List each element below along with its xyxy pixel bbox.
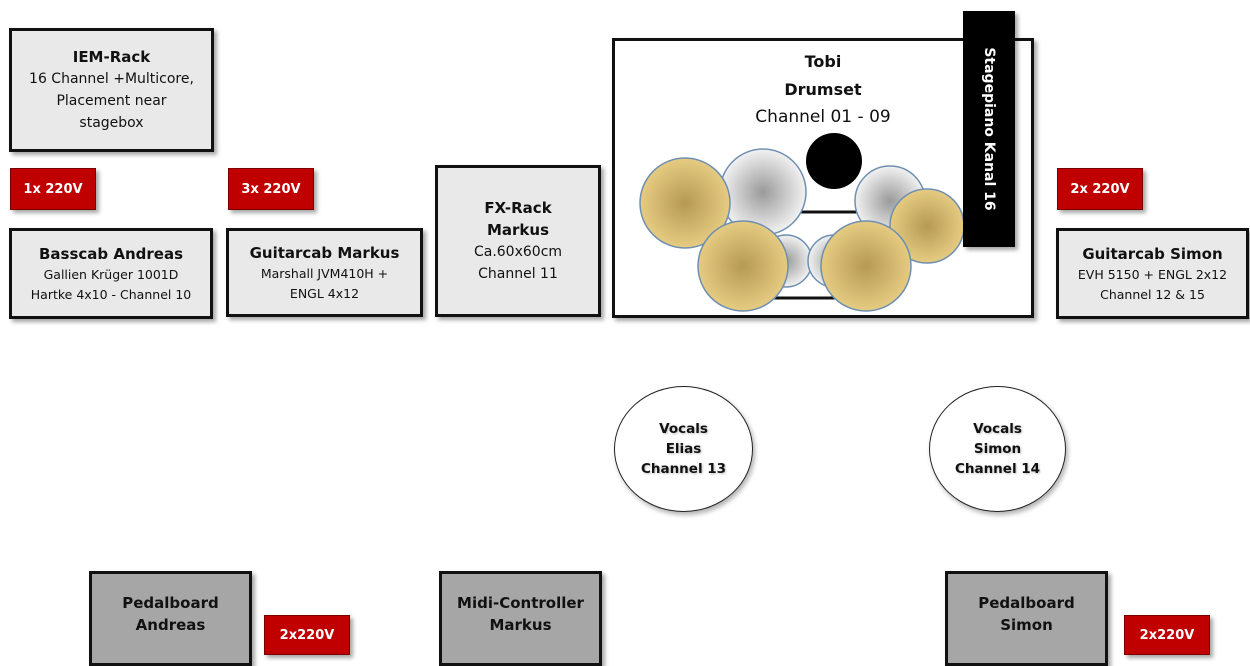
power-label-pedal-simon: 2x220V — [1124, 615, 1210, 655]
pedalboard-simon-box: Pedalboard Simon — [945, 571, 1108, 666]
basscab-andreas-box: Basscab Andreas Gallien Krüger 1001D Har… — [9, 228, 213, 319]
power-label-guitar-simon: 2x 220V — [1057, 168, 1143, 210]
guitarcab-markus-box: Guitarcab Markus Marshall JVM410H + ENGL… — [226, 228, 423, 317]
iem-rack-line1: 16 Channel +Multicore, — [29, 71, 194, 87]
guitarcab-markus-title: Guitarcab Markus — [249, 243, 400, 262]
power-label-bass: 1x 220V — [10, 168, 96, 210]
guitarcab-simon-box: Guitarcab Simon EVH 5150 + ENGL 2x12 Cha… — [1056, 228, 1249, 319]
pedalboard-simon-line2: Simon — [1000, 616, 1053, 634]
drumset-title: Drumset — [784, 80, 862, 99]
vocals-simon-line3: Channel 14 — [954, 461, 1041, 477]
basscab-line2: Hartke 4x10 - Channel 10 — [30, 286, 192, 302]
power-label-guitar-markus: 3x 220V — [228, 168, 314, 210]
vocals-elias: Vocals Elias Channel 13 — [614, 386, 753, 512]
guitarcab-simon-title: Guitarcab Simon — [1082, 244, 1223, 263]
basscab-line1: Gallien Krüger 1001D — [43, 266, 179, 282]
pedalboard-simon-line1: Pedalboard — [978, 594, 1075, 612]
iem-rack-box: IEM-Rack 16 Channel +Multicore, Placemen… — [9, 28, 214, 152]
fx-rack-owner: Markus — [486, 221, 550, 239]
iem-rack-title: IEM-Rack — [72, 48, 151, 66]
stagepiano-label: Stagepiano Kanal 16 — [981, 47, 997, 211]
midi-controller-line1: Midi-Controller — [457, 594, 584, 612]
guitarcab-simon-line2: Channel 12 & 15 — [1100, 286, 1205, 302]
midi-controller-box: Midi-Controller Markus — [439, 571, 602, 666]
vocals-simon: Vocals Simon Channel 14 — [929, 386, 1066, 512]
vocals-simon-line2: Simon — [973, 441, 1022, 457]
fx-rack-title: FX-Rack — [484, 199, 552, 217]
drumset-channel: Channel 01 - 09 — [755, 107, 891, 127]
power-label-pedal-andreas: 2x220V — [264, 615, 350, 655]
midi-controller-line2: Markus — [489, 616, 552, 634]
fx-rack-channel: Channel 11 — [478, 266, 558, 282]
stagepiano: Stagepiano Kanal 16 — [963, 11, 1015, 247]
fx-rack-size: Ca.60x60cm — [473, 244, 563, 260]
basscab-title: Basscab Andreas — [38, 244, 184, 263]
iem-rack-line2: Placement near — [56, 93, 167, 109]
guitarcab-markus-line2: ENGL 4x12 — [289, 285, 360, 301]
drumset-player: Tobi — [804, 52, 842, 71]
pedalboard-andreas-line2: Andreas — [135, 616, 206, 634]
guitarcab-simon-line1: EVH 5150 + ENGL 2x12 — [1077, 266, 1228, 282]
vocals-elias-line1: Vocals — [659, 421, 708, 437]
iem-rack-line3: stagebox — [79, 115, 144, 131]
pedalboard-andreas-line1: Pedalboard — [122, 594, 219, 612]
vocals-elias-line2: Elias — [665, 441, 702, 457]
vocals-elias-line3: Channel 13 — [640, 461, 727, 477]
guitarcab-markus-line1: Marshall JVM410H + — [260, 265, 389, 281]
vocals-simon-line1: Vocals — [973, 421, 1022, 437]
fx-rack-box: FX-Rack Markus Ca.60x60cm Channel 11 — [435, 165, 601, 317]
pedalboard-andreas-box: Pedalboard Andreas — [89, 571, 252, 666]
